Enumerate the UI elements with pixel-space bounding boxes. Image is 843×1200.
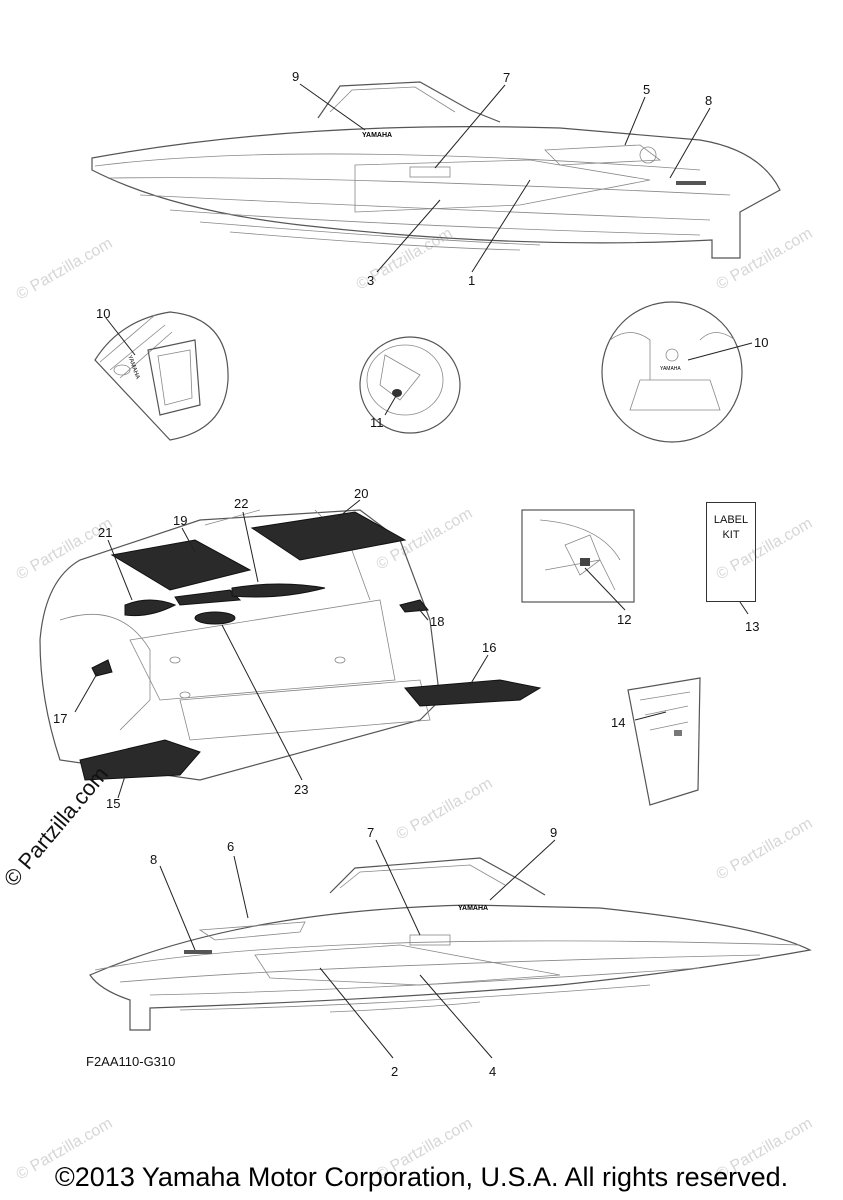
callout-13: 13 bbox=[745, 619, 759, 634]
watermark-large: © Partzilla.com bbox=[0, 762, 113, 892]
detail-steering-wheel: 11 bbox=[359, 336, 461, 434]
callout-14: 14 bbox=[611, 715, 625, 730]
callout-23: 23 bbox=[294, 782, 308, 797]
callout-20: 20 bbox=[354, 486, 368, 501]
callout-7-bottom: 7 bbox=[367, 825, 374, 840]
yamaha-logo-text: YAMAHA bbox=[458, 905, 488, 912]
copyright-notice: ©2013 Yamaha Motor Corporation, U.S.A. A… bbox=[54, 1162, 789, 1192]
callout-10-right: 10 bbox=[754, 335, 768, 350]
yamaha-logo-text: YAMAHA bbox=[660, 366, 681, 372]
callout-5: 5 bbox=[643, 82, 650, 97]
callout-8-bottom: 8 bbox=[150, 852, 157, 867]
callout-22: 22 bbox=[234, 496, 248, 511]
callout-21: 21 bbox=[98, 525, 112, 540]
callout-17: 17 bbox=[53, 711, 67, 726]
detail-circle-right: YAMAHA 10 bbox=[601, 301, 768, 443]
interior-drawing bbox=[39, 509, 542, 781]
yamaha-logo-text: YAMAHA bbox=[362, 132, 392, 139]
bottom-callouts: 8 6 7 9 2 4 bbox=[150, 825, 557, 1079]
callout-10-left: 10 bbox=[96, 306, 110, 321]
callout-3: 3 bbox=[367, 273, 374, 288]
callout-15: 15 bbox=[106, 796, 120, 811]
callout-2: 2 bbox=[391, 1064, 398, 1079]
callout-1: 1 bbox=[468, 273, 475, 288]
callout-4: 4 bbox=[489, 1064, 496, 1079]
top-callouts: 9 7 5 8 3 1 bbox=[292, 69, 712, 288]
bottom-boat-drawing: YAMAHA bbox=[89, 857, 812, 1031]
callout-9-bottom: 9 bbox=[550, 825, 557, 840]
watermark: © Partzilla.com bbox=[14, 235, 116, 304]
watermark: © Partzilla.com bbox=[714, 225, 816, 294]
label-kit-box: LABEL KIT bbox=[706, 502, 756, 602]
label-kit-line2: KIT bbox=[722, 529, 740, 541]
callout-9-top: 9 bbox=[292, 69, 299, 84]
callout-8-top: 8 bbox=[705, 93, 712, 108]
detail-circle-left: YAMAHA 10 bbox=[94, 306, 229, 441]
callout-19: 19 bbox=[173, 513, 187, 528]
diagram-code: F2AA110-G310 bbox=[86, 1054, 176, 1069]
detail-box-12: 12 bbox=[521, 509, 635, 627]
callout-11: 11 bbox=[370, 415, 384, 430]
label-kit-line1: LABEL bbox=[713, 514, 749, 526]
callout-6: 6 bbox=[227, 839, 234, 854]
watermark: © Partzilla.com bbox=[394, 775, 496, 844]
callout-18: 18 bbox=[430, 614, 444, 629]
watermark: © Partzilla.com bbox=[714, 815, 816, 884]
callout-12: 12 bbox=[617, 612, 631, 627]
decal-sheet-14: 14 bbox=[611, 677, 701, 806]
callout-7-top: 7 bbox=[503, 70, 510, 85]
label-kit-callout: 13 bbox=[739, 601, 759, 634]
callout-16-right: 16 bbox=[482, 640, 496, 655]
